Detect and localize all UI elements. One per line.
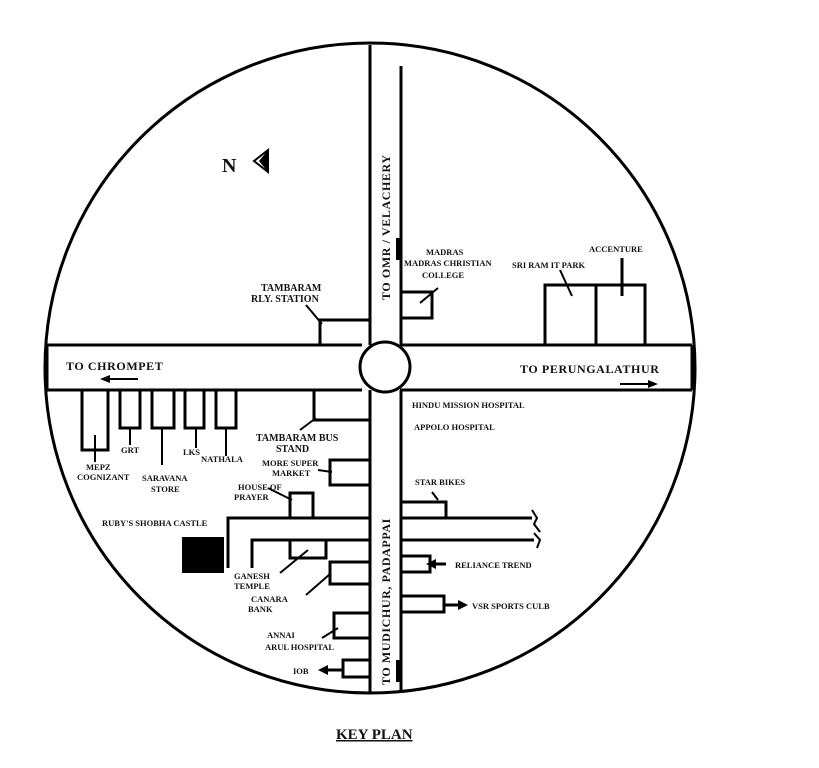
road-label-west: TO CHROMPET xyxy=(66,359,163,373)
east-side-road xyxy=(401,509,542,549)
road-label-north: TO OMR / VELACHERY xyxy=(379,154,393,300)
reliance-trend-marker xyxy=(401,554,446,574)
side-road-west xyxy=(226,516,370,568)
road-label-south: TO MUDICHUR, PADAPPAI xyxy=(379,518,393,685)
label-rly-station: RLY. STATION xyxy=(251,294,320,305)
label-prayer: PRAYER xyxy=(234,492,269,502)
label-house-of: HOUSE OF xyxy=(238,482,282,492)
label-store: STORE xyxy=(151,484,180,494)
label-bank: BANK xyxy=(248,604,273,614)
label-cognizant: COGNIZANT xyxy=(77,472,130,482)
label-sri-ram-it-park: SRI RAM IT PARK xyxy=(512,260,586,270)
label-rubys-shobha-castle: RUBY'S SHOBHA CASTLE xyxy=(102,518,208,528)
label-star-bikes: STAR BIKES xyxy=(415,477,465,487)
iob-marker xyxy=(318,658,370,679)
label-temple: TEMPLE xyxy=(234,581,270,591)
label-tambaram: TAMBARAM xyxy=(261,283,322,294)
annai-arul-hospital-marker xyxy=(321,611,370,640)
madras-christian-college-marker xyxy=(401,287,439,320)
label-bus-stand: STAND xyxy=(276,444,309,455)
label-accenture: ACCENTURE xyxy=(589,244,643,254)
site-marker-rubys-shobha-castle xyxy=(182,537,224,573)
label-ganesh: GANESH xyxy=(234,571,270,581)
label-grt: GRT xyxy=(121,445,139,455)
label-market: MARKET xyxy=(272,468,311,478)
shop-blocks xyxy=(80,390,238,465)
label-more-super: MORE SUPER xyxy=(262,458,319,468)
label-vsr-sports-club: VSR SPORTS CULB xyxy=(472,601,550,611)
label-college: COLLEGE xyxy=(422,270,464,280)
label-arul-hospital: ARUL HOSPITAL xyxy=(265,642,334,652)
north-arrow-icon xyxy=(252,147,269,175)
north-marker: N xyxy=(222,155,237,177)
vsr-sports-club-marker xyxy=(401,594,468,614)
ganesh-temple-marker xyxy=(279,540,328,574)
canara-bank-marker xyxy=(305,560,370,596)
label-lks: LKS xyxy=(183,447,200,457)
road-label-east: TO PERUNGALATHUR xyxy=(520,362,660,376)
label-iob: IOB xyxy=(293,666,309,676)
label-madras-christian: MADRAS CHRISTIAN xyxy=(404,258,492,268)
label-madras: MADRAS xyxy=(426,247,464,257)
roundabout xyxy=(358,340,412,394)
label-mepz: MEPZ xyxy=(86,462,111,472)
house-of-prayer-marker xyxy=(267,487,315,518)
more-super-market-marker xyxy=(317,458,370,487)
bus-stand-marker xyxy=(299,390,370,431)
tambaram-railway-station-marker xyxy=(305,304,370,345)
it-park-buildings xyxy=(543,258,647,345)
label-hindu-mission-hospital: HINDU MISSION HOSPITAL xyxy=(412,400,525,410)
label-canara: CANARA xyxy=(251,594,289,604)
label-reliance-trend: RELIANCE TREND xyxy=(455,560,532,570)
label-annai: ANNAI xyxy=(267,630,296,640)
direction-arrows xyxy=(100,238,658,682)
label-nathala: NATHALA xyxy=(201,454,244,464)
map-title: KEY PLAN xyxy=(336,727,413,743)
label-saravana: SARAVANA xyxy=(142,473,188,483)
label-appolo-hospital: APPOLO HOSPITAL xyxy=(414,422,495,432)
star-bikes-marker xyxy=(401,491,448,518)
label-tambaram-bus: TAMBARAM BUS xyxy=(256,433,339,444)
